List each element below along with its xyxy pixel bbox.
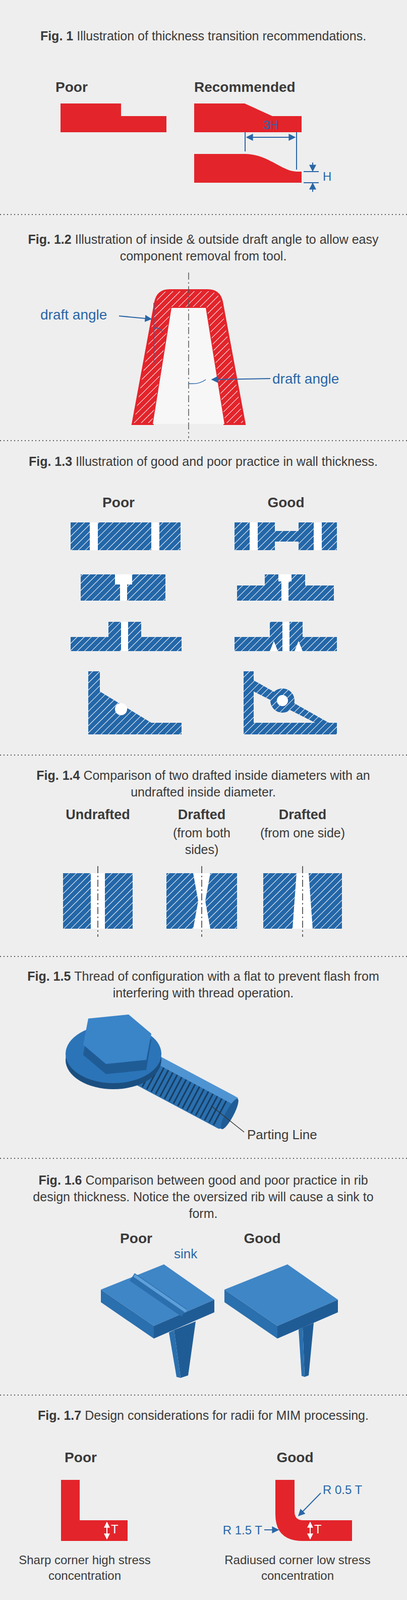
caption-text: Comparison of two drafted inside diamete… (83, 767, 370, 799)
figure-number: Fig. 1.3 (28, 453, 73, 469)
figure-caption: Fig. 1Illustration of thickness transiti… (19, 27, 388, 45)
dimension: R 0.5 T (322, 1480, 399, 1497)
part-name: Parting Line (247, 1125, 374, 1143)
caption-text: Illustration of good and poor practice i… (75, 453, 378, 469)
column-heading: Drafted (252, 805, 354, 824)
column-heading: Poor (30, 1447, 132, 1466)
column-subheading: (from both sides) (158, 824, 245, 857)
figure-caption: Fig. 1.3Illustration of good and poor pr… (19, 452, 388, 470)
note: Radiused corner low stress concentration (211, 1550, 384, 1583)
column-subheading: (from one side) (259, 824, 346, 841)
figure-number: Fig. 1.2 (28, 231, 72, 247)
column-heading: Poor (55, 78, 157, 97)
caption-text: Thread of configuration with a flat to p… (74, 968, 379, 1000)
column-heading: Drafted (151, 805, 253, 824)
figure-caption: Fig. 1.7Design considerations for radii … (19, 1406, 388, 1423)
figure-number: Fig. 1.7 (37, 1407, 82, 1422)
callout: draft angle (272, 369, 374, 388)
column-heading: Good (244, 1447, 346, 1466)
figure-number: Fig. 1.5 (27, 968, 71, 983)
column-heading: Good (235, 493, 337, 512)
column-heading: Good (211, 1228, 313, 1247)
figure-caption: Fig. 1.2Illustration of inside & outside… (19, 230, 388, 265)
caption-text: Design considerations for radii for MIM … (84, 1407, 369, 1422)
figure-caption: Fig. 1.6Comparison between good and poor… (19, 1171, 388, 1221)
column-heading: Poor (85, 1228, 187, 1247)
dimension: T (110, 1520, 127, 1536)
note: Sharp corner high stress concentration (4, 1550, 166, 1583)
figure-number: Fig. 1 (40, 28, 74, 43)
dimension: 3H (250, 117, 292, 133)
callout: sink (173, 1244, 215, 1262)
figure-number: Fig. 1.6 (38, 1172, 82, 1187)
dimension: H (322, 168, 348, 185)
figure-caption: Fig. 1.4Comparison of two drafted inside… (19, 766, 388, 800)
column-heading: Poor (68, 493, 169, 512)
column-heading: Undrafted (47, 805, 149, 824)
dimension: R 1.5 T (166, 1521, 263, 1537)
figure-number: Fig. 1.4 (36, 767, 80, 782)
column-heading: Recommended (194, 78, 346, 97)
caption-text: Comparison between good and poor practic… (32, 1172, 374, 1220)
caption-text: Illustration of thickness transition rec… (76, 28, 367, 43)
figure-caption: Fig. 1.5Thread of configuration with a f… (19, 967, 388, 1001)
dimension: T (314, 1520, 330, 1536)
caption-text: Illustration of inside & outside draft a… (75, 231, 379, 263)
callout: draft angle (40, 305, 137, 324)
